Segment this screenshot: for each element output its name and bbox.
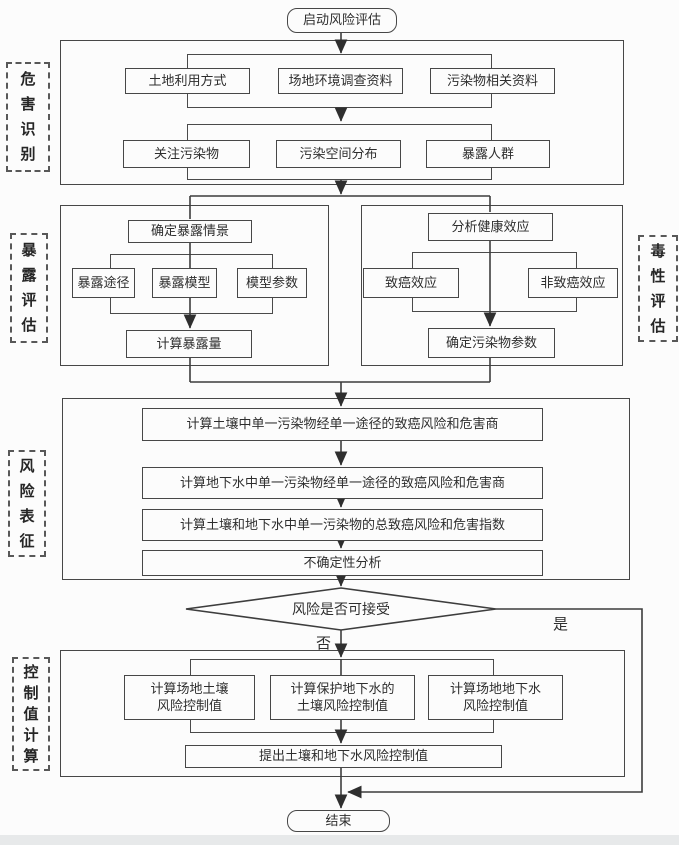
box-calculate-exposure: 计算暴露量 <box>126 330 252 358</box>
box-exposure-pathway: 暴露途径 <box>72 268 135 298</box>
decision-risk-acceptable: 风险是否可接受 <box>292 601 390 617</box>
box-model-parameters: 模型参数 <box>237 268 307 298</box>
box-groundwater-single-risk: 计算地下水中单一污染物经单一途径的致癌风险和危害商 <box>142 467 543 499</box>
box-pollution-distribution: 污染空间分布 <box>276 140 401 168</box>
label-risk-characterization: 风险表征 <box>8 450 46 557</box>
box-line: 土壤风险控制值 <box>296 697 388 713</box>
box-propose-control-values: 提出土壤和地下水风险控制值 <box>185 745 502 768</box>
branch-label-yes: 是 <box>553 616 569 633</box>
box-site-soil-control-value: 计算场地土壤 风险控制值 <box>124 675 255 720</box>
label-hazard-identification: 危害识别 <box>6 62 50 172</box>
box-determine-pollutant-parameters: 确定污染物参数 <box>428 328 555 358</box>
box-land-use: 土地利用方式 <box>125 68 250 94</box>
box-uncertainty-analysis: 不确定性分析 <box>142 550 543 576</box>
box-line: 风险控制值 <box>156 697 222 713</box>
box-line: 风险控制值 <box>462 697 528 713</box>
box-exposure-model: 暴露模型 <box>152 268 217 298</box>
box-line: 计算保护地下水的 <box>290 681 395 697</box>
branch-label-no: 否 <box>316 635 332 652</box>
box-carcinogenic-effect: 致癌效应 <box>363 268 459 298</box>
bottom-strip <box>0 835 679 845</box>
start-node: 启动风险评估 <box>287 8 397 33</box>
label-exposure-assessment: 暴露评估 <box>10 233 48 343</box>
box-pollutant-data: 污染物相关资料 <box>430 68 555 94</box>
label-control-value-calculation: 控制值计算 <box>12 657 50 771</box>
end-node: 结束 <box>287 810 390 832</box>
label-toxicity-assessment: 毒性评估 <box>638 235 678 342</box>
box-protect-groundwater-soil-control-value: 计算保护地下水的 土壤风险控制值 <box>270 675 415 720</box>
label-text: 危害识别 <box>20 71 36 163</box>
box-line: 计算场地土壤 <box>150 681 229 697</box>
box-site-groundwater-control-value: 计算场地地下水 风险控制值 <box>428 675 563 720</box>
section-exposure-assessment <box>60 205 329 366</box>
box-line: 计算场地地下水 <box>449 681 541 697</box>
label-text: 暴露评估 <box>21 242 37 334</box>
section-toxicity-assessment <box>361 205 623 366</box>
box-noncarcinogenic-effect: 非致癌效应 <box>528 268 618 298</box>
box-define-exposure-scenario: 确定暴露情景 <box>128 220 252 243</box>
label-text: 控制值计算 <box>23 663 39 765</box>
box-total-risk: 计算土壤和地下水中单一污染物的总致癌风险和危害指数 <box>142 509 543 541</box>
box-analyze-health-effects: 分析健康效应 <box>428 213 553 241</box>
label-text: 毒性评估 <box>650 242 666 335</box>
box-site-survey-data: 场地环境调查资料 <box>278 68 403 94</box>
label-text: 风险表征 <box>19 457 35 550</box>
box-exposed-population: 暴露人群 <box>426 140 550 168</box>
box-soil-single-risk: 计算土壤中单一污染物经单一途径的致癌风险和危害商 <box>142 408 543 441</box>
box-pollutants-of-concern: 关注污染物 <box>123 140 250 168</box>
